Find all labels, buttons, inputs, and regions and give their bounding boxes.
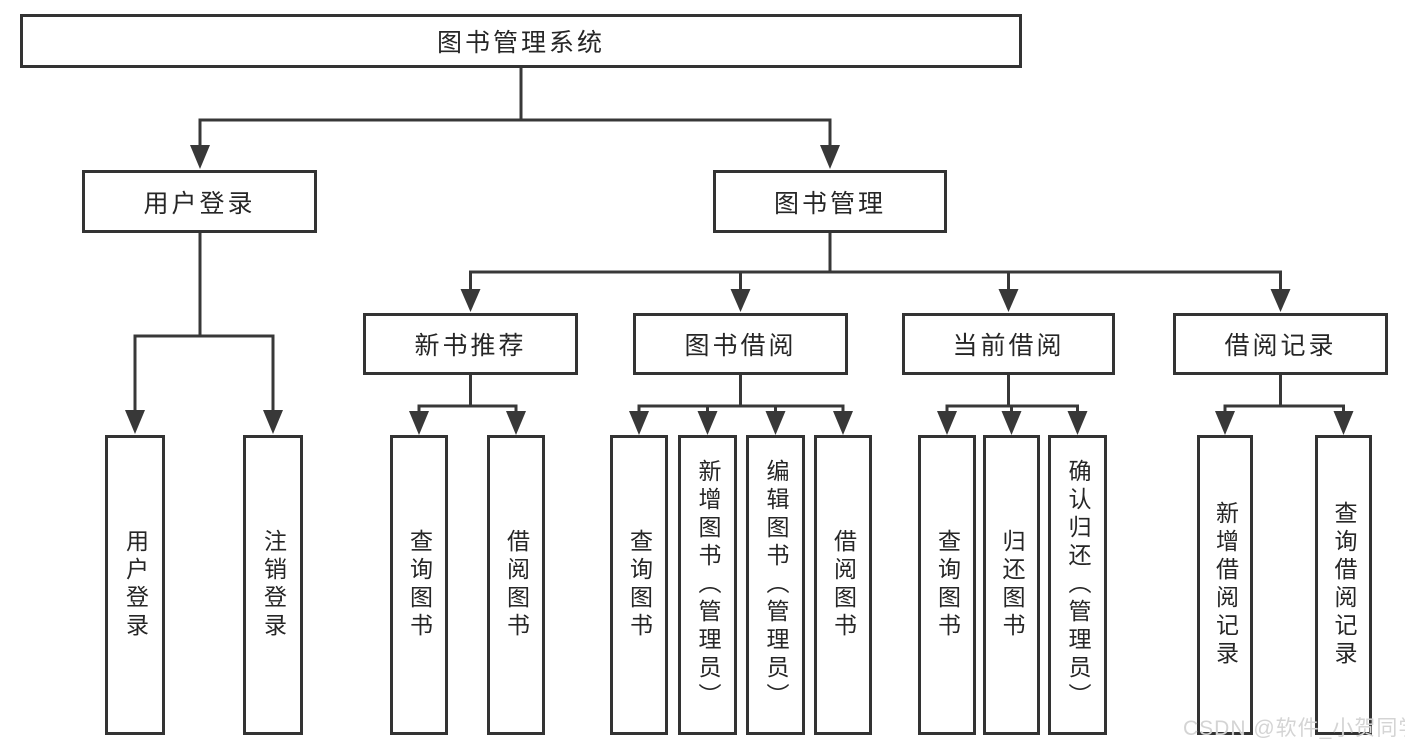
connector-user-login-branch <box>125 232 283 434</box>
leaf-confirm-return-admin: 确认归还（管理员） <box>1048 435 1107 735</box>
node-current-borrow: 当前借阅 <box>902 313 1115 375</box>
node-book-borrow-label: 图书借阅 <box>684 332 797 360</box>
leaf-confirm-return-admin-label: 确认归还（管理员） <box>1065 459 1091 711</box>
csdn-watermark: CSDN @软件_小贺同学 <box>1183 717 1405 740</box>
node-book-management: 图书管理 <box>713 170 947 233</box>
node-book-borrow: 图书借阅 <box>633 313 848 375</box>
leaf-add-book-admin-label: 新增图书（管理员） <box>695 459 721 711</box>
connector-current-borrow-section <box>937 374 1088 435</box>
leaf-edit-book-admin: 编辑图书（管理员） <box>746 435 805 735</box>
leaf-query-book-1-label: 查询图书 <box>406 529 433 641</box>
connector-book-borrow-section <box>629 374 853 435</box>
leaf-query-book-1: 查询图书 <box>390 435 448 735</box>
node-user-login: 用户登录 <box>82 170 317 233</box>
leaf-logout: 注销登录 <box>243 435 303 735</box>
leaf-borrow-book-1: 借阅图书 <box>487 435 545 735</box>
leaf-add-borrow-record: 新增借阅记录 <box>1197 435 1253 735</box>
leaf-borrow-book-2-label: 借阅图书 <box>830 529 857 641</box>
leaf-query-borrow-record-label: 查询借阅记录 <box>1331 501 1357 669</box>
node-user-login-label: 用户登录 <box>143 189 256 218</box>
leaf-query-book-3-label: 查询图书 <box>934 529 961 641</box>
leaf-add-book-admin: 新增图书（管理员） <box>678 435 737 735</box>
leaf-add-borrow-record-label: 新增借阅记录 <box>1212 501 1239 669</box>
node-new-book-recommend-label: 新书推荐 <box>414 332 527 360</box>
leaf-user-login: 用户登录 <box>105 435 165 735</box>
leaf-return-book: 归还图书 <box>983 435 1040 735</box>
node-borrow-record-label: 借阅记录 <box>1224 332 1337 360</box>
node-root-system: 图书管理系统 <box>20 14 1022 68</box>
connector-borrow-record-section <box>1215 374 1354 435</box>
node-current-borrow-label: 当前借阅 <box>952 332 1065 360</box>
node-borrow-record: 借阅记录 <box>1173 313 1388 375</box>
leaf-query-borrow-record: 查询借阅记录 <box>1315 435 1372 735</box>
node-root-label: 图书管理系统 <box>436 29 605 57</box>
node-new-book-recommend: 新书推荐 <box>363 313 578 375</box>
leaf-edit-book-admin-label: 编辑图书（管理员） <box>763 459 789 711</box>
connector-root-to-level2 <box>190 67 840 169</box>
connector-new-book-section <box>409 374 526 435</box>
node-book-management-label: 图书管理 <box>773 189 886 218</box>
leaf-query-book-2-label: 查询图书 <box>626 529 653 641</box>
leaf-logout-label: 注销登录 <box>260 529 287 641</box>
leaf-query-book-2: 查询图书 <box>610 435 668 735</box>
leaf-query-book-3: 查询图书 <box>918 435 976 735</box>
connector-book-management-branch <box>460 232 1291 312</box>
leaf-user-login-label: 用户登录 <box>122 529 149 641</box>
leaf-return-book-label: 归还图书 <box>999 529 1025 641</box>
leaf-borrow-book-2: 借阅图书 <box>814 435 872 735</box>
leaf-borrow-book-1-label: 借阅图书 <box>503 529 530 641</box>
